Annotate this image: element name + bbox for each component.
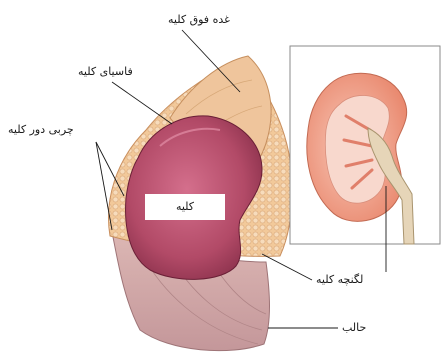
kidney-label-box: کلیه bbox=[145, 194, 225, 220]
label-renal-pelvis: لگنچه کلیه bbox=[316, 274, 363, 285]
label-ureter: حالب bbox=[342, 322, 366, 333]
pelvis-leader-line bbox=[262, 254, 312, 280]
label-kidney: کلیه bbox=[145, 194, 225, 220]
fat-leader-line-2 bbox=[96, 142, 112, 230]
inset-kidney-section bbox=[290, 46, 440, 244]
label-perirenal-fat: چربی دور کلیه bbox=[8, 124, 74, 135]
fascia-leader-line bbox=[112, 82, 172, 124]
label-adrenal-gland: غده فوق کلیه bbox=[168, 14, 230, 25]
label-renal-fascia: فاسیای کلیه bbox=[78, 66, 133, 77]
